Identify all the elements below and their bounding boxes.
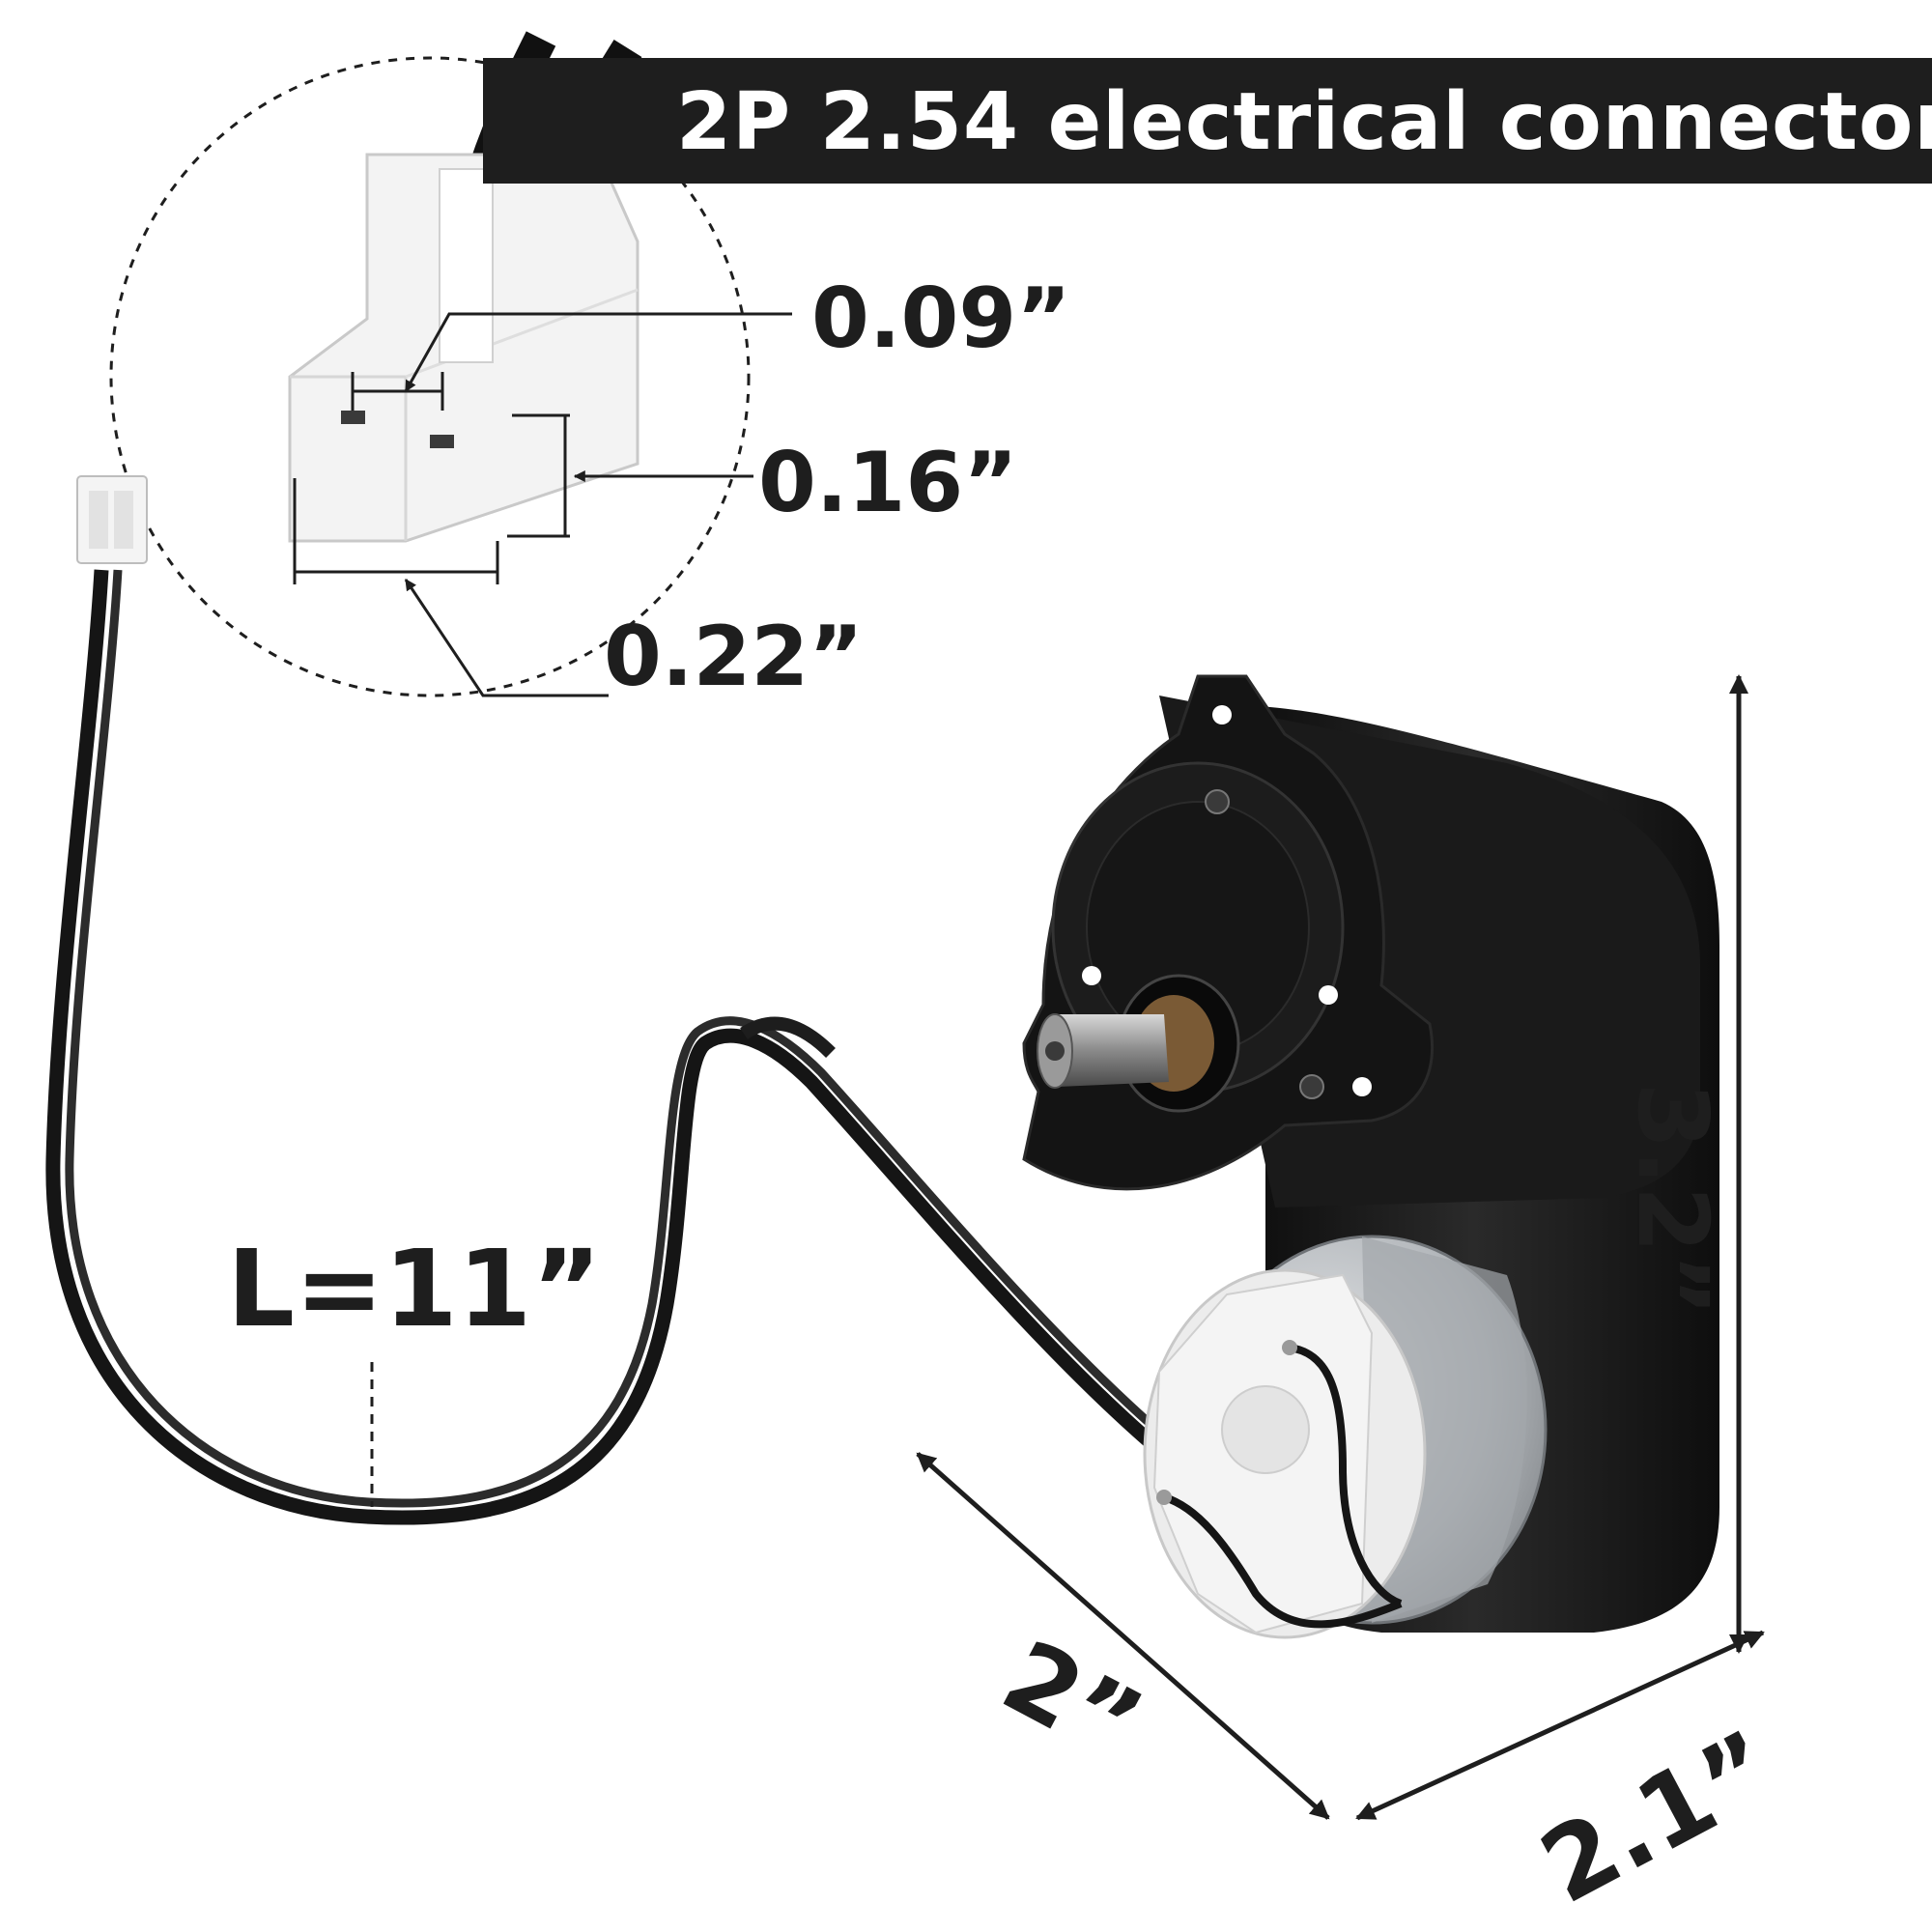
cable-connector (76, 475, 148, 564)
connector-width-label: 0.22” (604, 609, 864, 705)
motor-cable (45, 569, 1177, 1525)
title-banner (483, 58, 1932, 184)
motor-height-label: 3.2” (1616, 1082, 1729, 1317)
pin-pitch-label: 0.09” (811, 270, 1071, 367)
title-text: 2P 2.54 electrical connector (676, 76, 1932, 168)
connector-height-label: 0.16” (758, 435, 1018, 531)
connector-zoom-detail (109, 31, 792, 697)
motor-dimension-arrows (916, 674, 1765, 1821)
gear-motor (1022, 674, 1719, 1639)
cable-length-label: L=11” (227, 1227, 602, 1350)
